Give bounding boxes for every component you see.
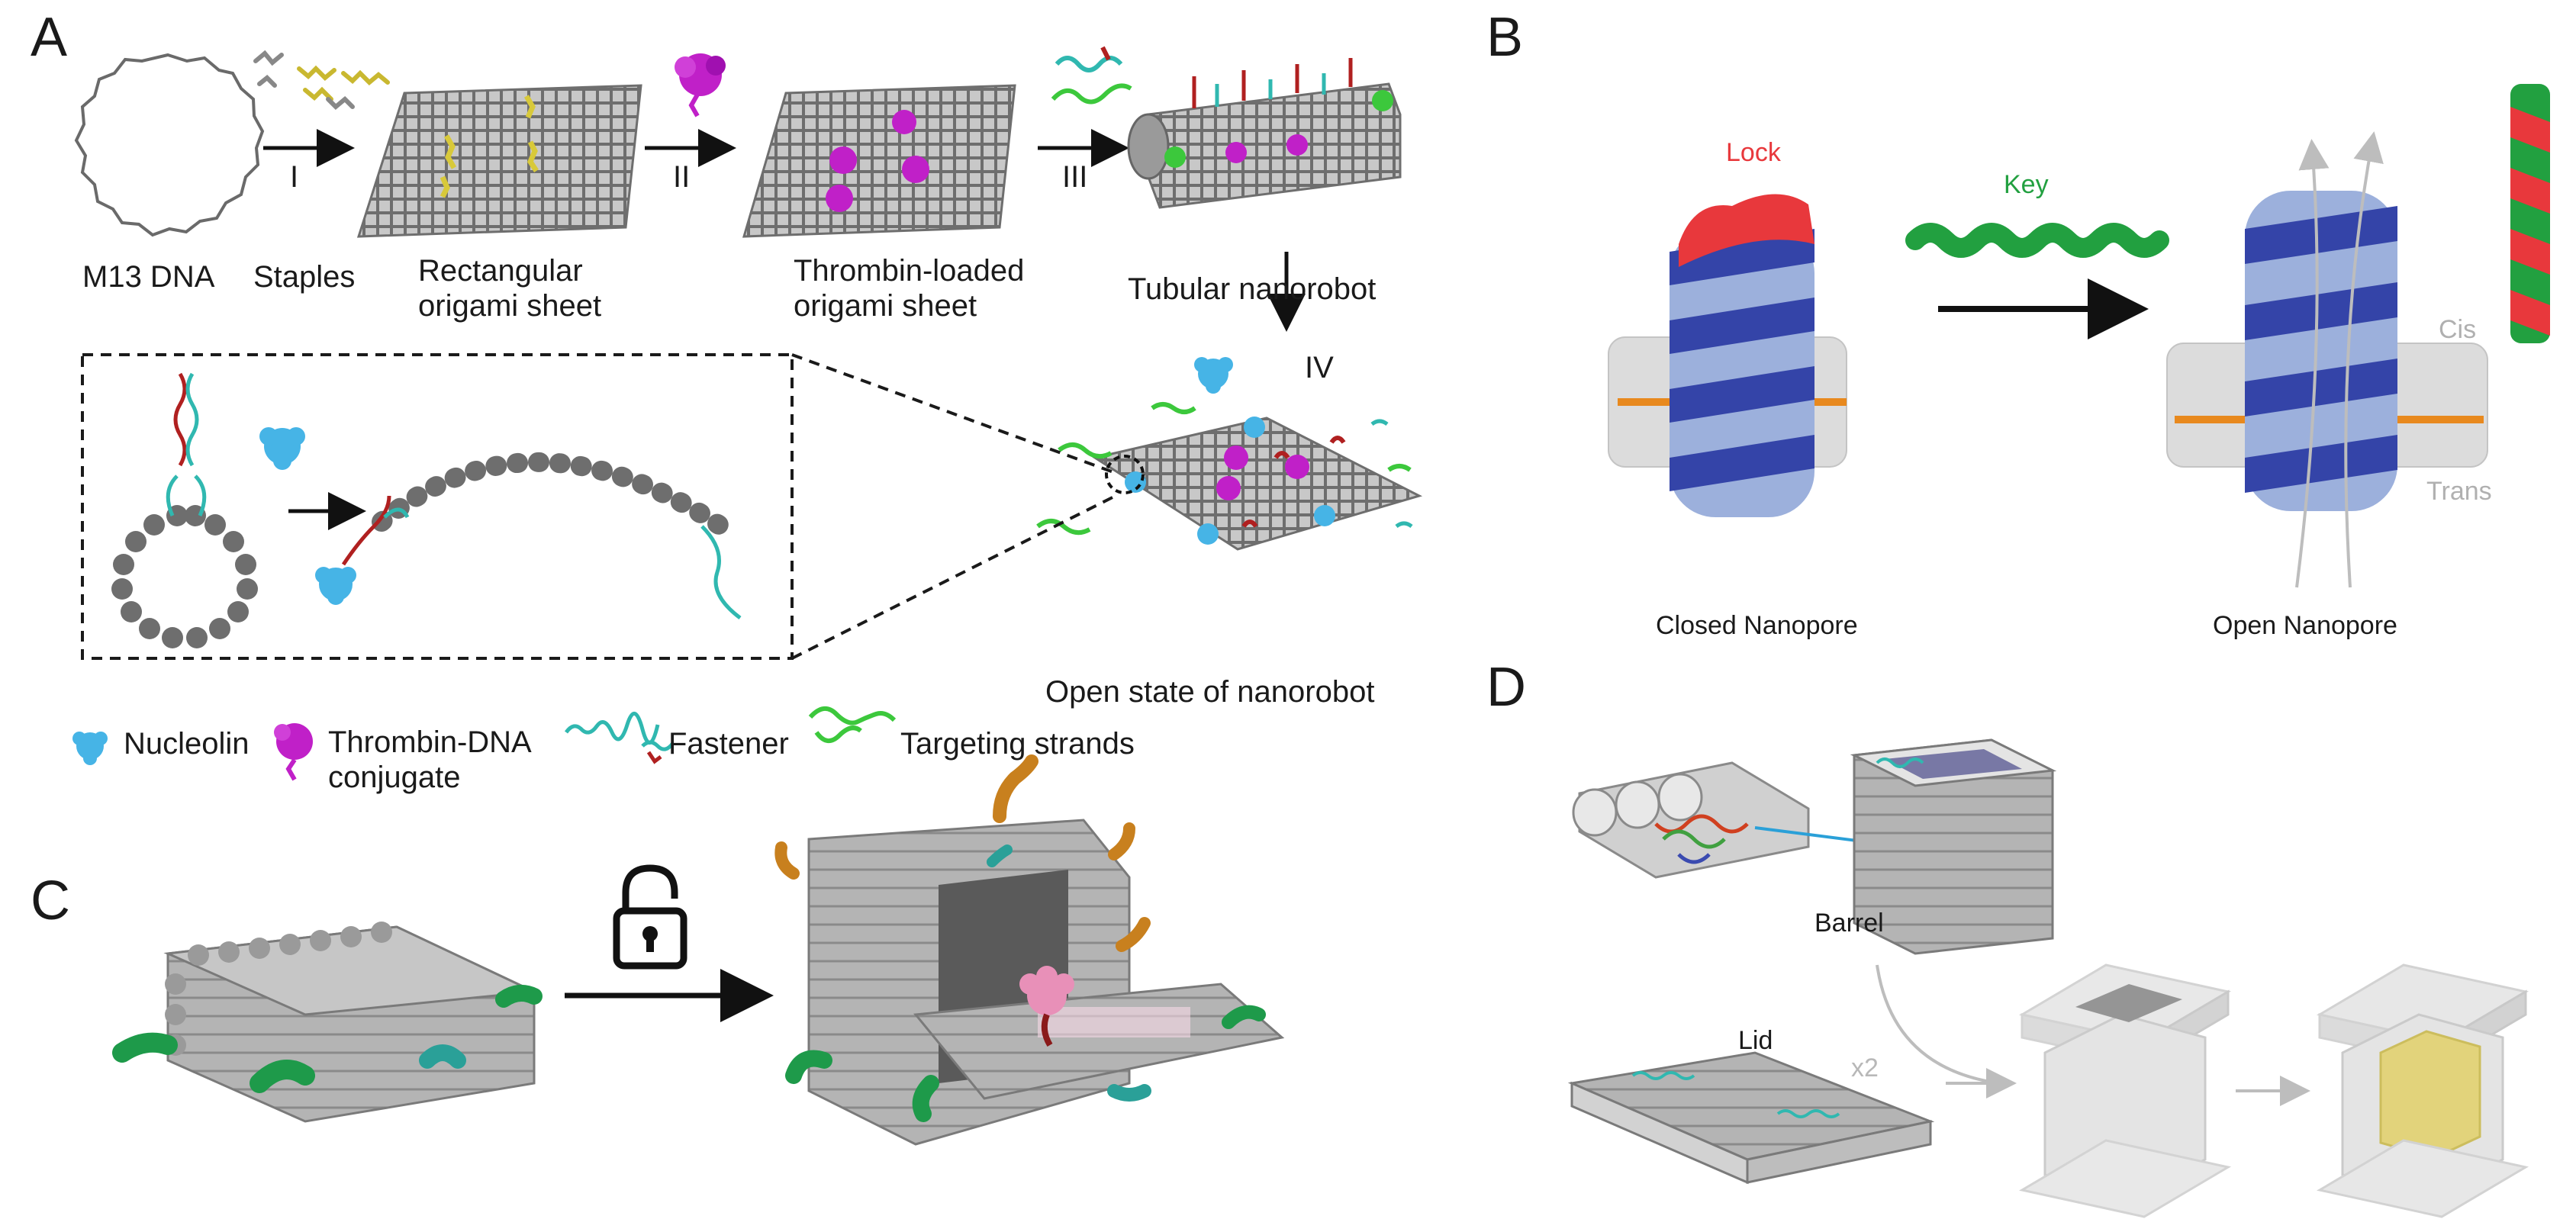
barrel-origami — [1850, 738, 2057, 955]
fastener-targeting-icon — [1051, 46, 1132, 105]
thrombin-on-sheet — [826, 110, 929, 212]
inset-nucleolin — [259, 427, 305, 470]
step-ii-label: II — [673, 160, 691, 194]
tubular-nanorobot — [1127, 58, 1402, 209]
open-state-label: Open state of nanorobot — [1045, 675, 1375, 709]
closed-origami-barrel — [112, 922, 543, 1123]
panel-c-letter: C — [31, 870, 70, 931]
inset-bead-circle — [111, 505, 258, 648]
legend-targeting-icon — [808, 706, 897, 743]
panel-c-artwork — [112, 754, 1285, 1146]
inset-bead-arc — [372, 452, 742, 544]
lid-label: Lid — [1738, 1026, 1773, 1055]
lock-strand — [1679, 194, 1814, 267]
inset-nucleolin-bound — [315, 567, 356, 605]
x2-label: x2 — [1851, 1053, 1879, 1082]
helix-bundle-closeup — [1572, 761, 1810, 879]
legend-fastener-icon — [564, 712, 675, 764]
panel-b-letter: B — [1486, 7, 1524, 68]
step-i-label: I — [290, 160, 299, 194]
m13-dna-label: M13 DNA — [82, 260, 215, 294]
legend-thrombin-icon — [274, 723, 313, 781]
opened-origami-barrel — [774, 754, 1285, 1146]
barrel-label: Barrel — [1814, 909, 1884, 938]
closed-nanopore-label: Closed Nanopore — [1656, 611, 1858, 640]
tubular-nanorobot-label: Tubular nanorobot — [1128, 272, 1377, 306]
legend-nucleolin-label: Nucleolin — [124, 727, 250, 761]
open-padlock-icon — [613, 864, 687, 970]
thrombin-sheet-label: Thrombin-loaded origami sheet — [794, 254, 1025, 323]
rectangular-sheet-label: Rectangular origami sheet — [418, 254, 602, 323]
legend-nucleolin-icon — [72, 732, 108, 765]
panel-a-letter: A — [31, 7, 68, 68]
step-iv-label: IV — [1305, 351, 1334, 384]
key-strand — [1905, 223, 2169, 258]
step-iii-label: III — [1062, 160, 1088, 194]
staples-label: Staples — [253, 260, 356, 294]
inset-dashed-box — [81, 353, 794, 660]
inset-connector-top — [791, 353, 1116, 474]
panel-b-artwork — [1608, 84, 2550, 588]
cargo-block — [2379, 1030, 2481, 1160]
assembled-container — [2018, 963, 2232, 1218]
legend-fastener-label: Fastener — [668, 727, 789, 761]
staples-on-sheet — [440, 95, 539, 198]
cargo-protein — [1019, 966, 1074, 1015]
inset-released-strands — [341, 495, 742, 619]
staple-strands — [253, 50, 390, 111]
open-state-sheet — [1092, 417, 1423, 551]
closed-pore-helices — [1670, 194, 1814, 517]
lid-origami — [1567, 1051, 1935, 1185]
rectangular-origami-sheet — [356, 84, 642, 238]
trans-label: Trans — [2426, 477, 2492, 506]
lock-key-duplex — [2510, 84, 2550, 343]
inset-connector-bottom — [791, 494, 1116, 660]
cis-label: Cis — [2439, 315, 2477, 344]
barrel-to-assembly-path — [1876, 964, 2000, 1085]
legend-targeting-label: Targeting strands — [900, 727, 1135, 761]
open-state-decorations — [1036, 402, 1413, 545]
panel-d-artwork — [1567, 738, 2529, 1218]
thrombin-molecule-icon — [675, 53, 726, 117]
panel-a-artwork — [74, 46, 1423, 660]
panel-d-letter: D — [1486, 657, 1526, 718]
thrombin-loaded-sheet — [742, 84, 1016, 238]
m13-dna-ring — [74, 53, 265, 237]
key-label: Key — [2004, 170, 2049, 199]
lock-label: Lock — [1726, 138, 1781, 167]
nucleolin-icon-free — [1194, 357, 1233, 394]
ion-flow-arrows — [2295, 131, 2384, 588]
loaded-container — [2316, 963, 2529, 1218]
legend-thrombin-label: Thrombin-DNA conjugate — [328, 725, 532, 794]
inset-fastener-duplex — [166, 372, 207, 517]
open-pore-helices — [2245, 191, 2397, 511]
open-nanopore-label: Open Nanopore — [2213, 611, 2397, 640]
